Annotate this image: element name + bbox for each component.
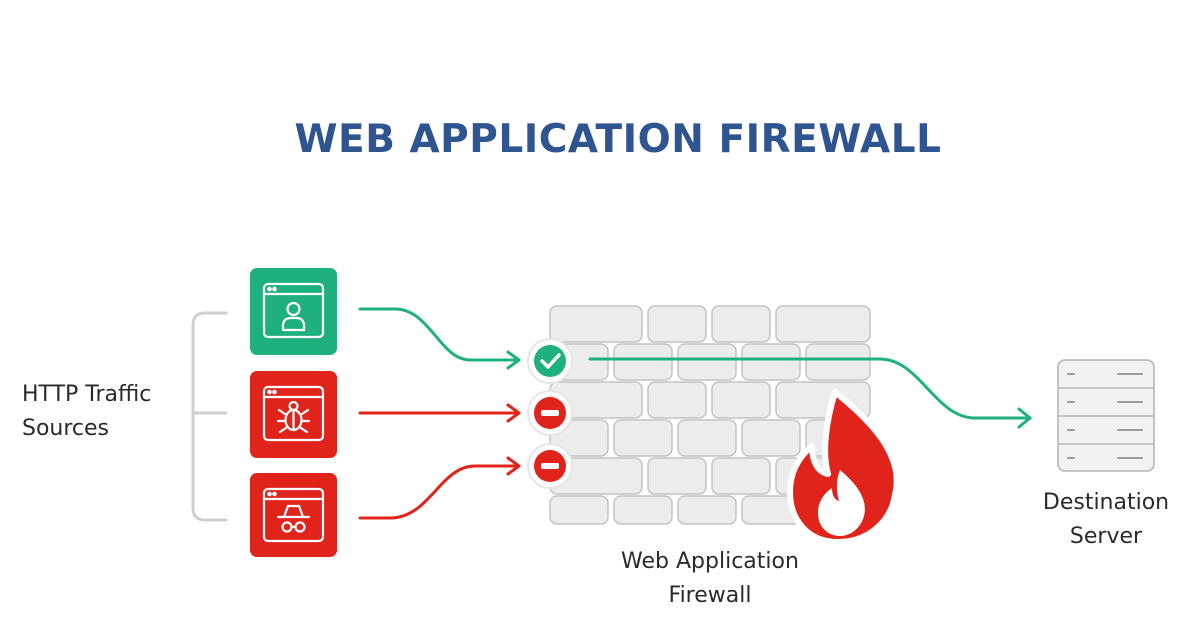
sources-label-line2: Sources — [22, 416, 110, 441]
browser-user-icon — [262, 282, 325, 339]
check-icon — [527, 338, 573, 384]
waf-label: Web Application Firewall — [585, 545, 835, 613]
flame-icon — [787, 389, 900, 545]
page-title: WEB APPLICATION FIREWALL — [294, 117, 942, 162]
blocked-traffic-arrow-1 — [358, 403, 521, 423]
browser-bug-icon — [262, 385, 325, 442]
source-hacker — [250, 473, 337, 557]
waf-label-line1: Web Application — [621, 549, 799, 574]
server-label-line2: Server — [1069, 524, 1143, 549]
block-icon — [527, 390, 573, 436]
passed-traffic-arrow — [588, 357, 1032, 429]
server-label-line1: Destination — [1042, 490, 1170, 515]
allowed-traffic-arrow — [358, 307, 521, 370]
destination-server-label: Destination Server — [1020, 486, 1192, 554]
source-malware-bot — [250, 371, 337, 458]
block-icon — [527, 443, 573, 489]
sources-bracket — [191, 311, 228, 522]
http-traffic-sources-label: HTTP Traffic Sources — [22, 378, 151, 446]
sources-label-line1: HTTP Traffic — [22, 382, 152, 407]
source-legitimate-user — [250, 268, 337, 355]
waf-label-line2: Firewall — [668, 583, 752, 608]
server-icon — [1057, 359, 1155, 472]
browser-spy-icon — [262, 487, 325, 543]
blocked-traffic-arrow-2 — [358, 456, 521, 520]
